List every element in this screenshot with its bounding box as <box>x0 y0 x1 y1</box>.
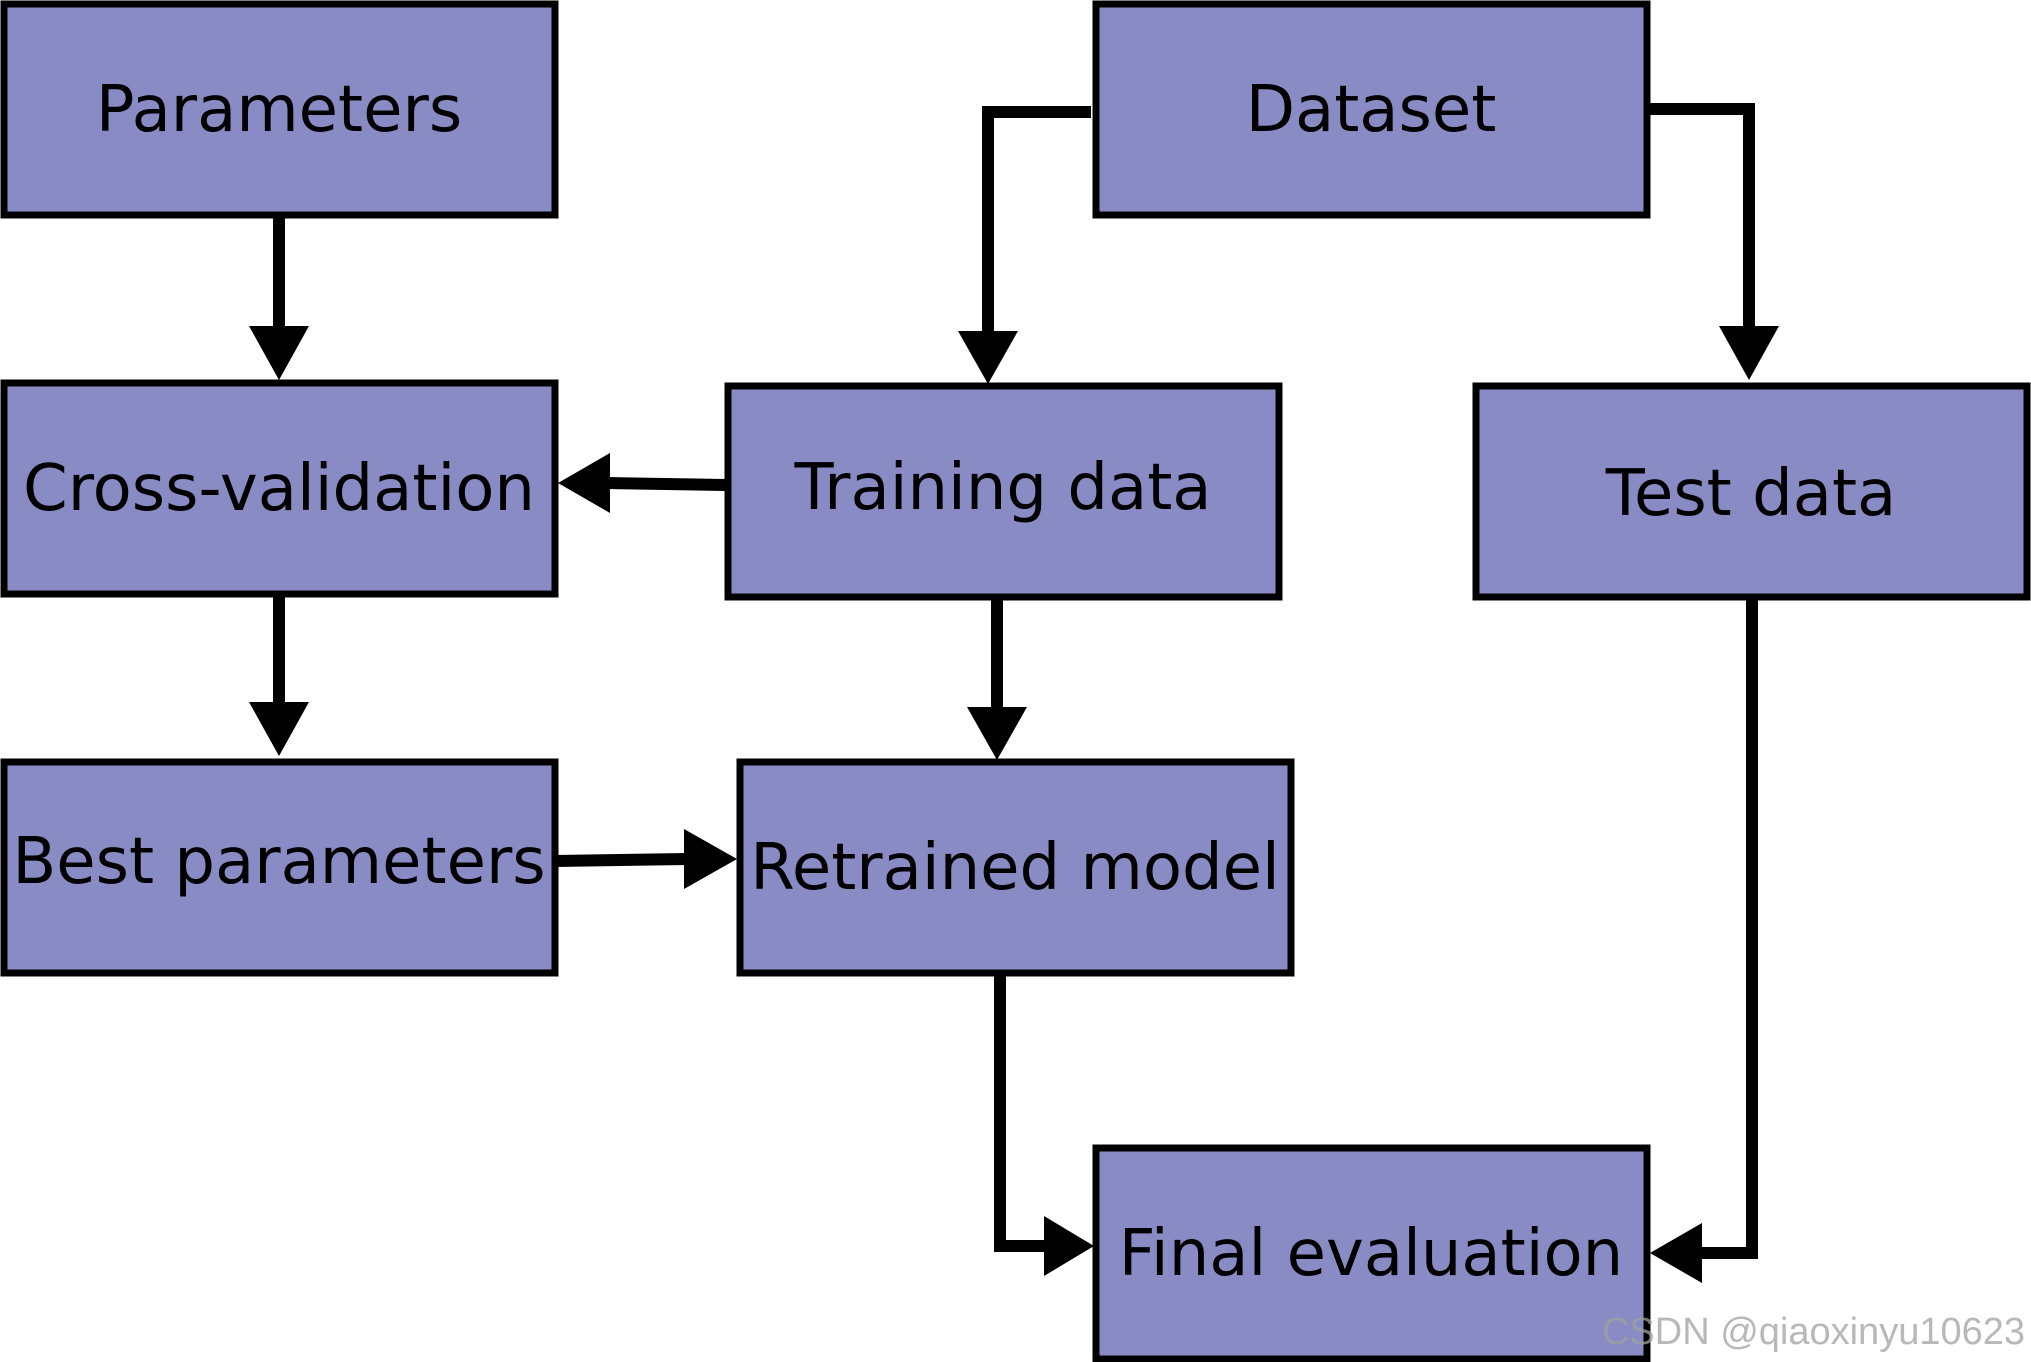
node-final-evaluation: Final evaluation <box>1092 1144 1651 1362</box>
node-parameters: Parameters <box>0 0 559 219</box>
edge-test-data-to-final-evaluation <box>1650 597 1758 1283</box>
edge-retrained-model-to-final-evaluation <box>994 973 1094 1276</box>
node-dataset: Dataset <box>1092 0 1651 219</box>
edge-best-parameters-to-retrained-model <box>554 829 737 889</box>
node-best-parameters-label: Best parameters <box>12 825 545 899</box>
edge-training-data-to-retrained-model <box>967 597 1027 760</box>
node-dataset-label: Dataset <box>1246 73 1497 147</box>
node-parameters-label: Parameters <box>96 73 462 147</box>
edge-parameters-to-cross-validation <box>249 215 309 380</box>
watermark-text: CSDN @qiaoxinyu10623 <box>1601 1311 2025 1353</box>
node-test-data: Test data <box>1472 382 2031 601</box>
edge-training-data-to-cross-validation <box>558 453 727 513</box>
edge-dataset-to-training-data <box>958 106 1091 384</box>
node-training-data: Training data <box>724 382 1283 601</box>
edge-dataset-to-test-data <box>1647 103 1779 380</box>
node-cross-validation: Cross-validation <box>0 379 559 598</box>
node-test-data-label: Test data <box>1605 457 1897 531</box>
node-retrained-model-label: Retrained model <box>750 831 1280 905</box>
node-retrained-model: Retrained model <box>736 758 1295 977</box>
node-cross-validation-label: Cross-validation <box>23 452 535 526</box>
node-best-parameters: Best parameters <box>0 758 559 977</box>
node-final-evaluation-label: Final evaluation <box>1119 1217 1623 1291</box>
node-training-data-label: Training data <box>793 451 1211 525</box>
edge-cross-validation-to-best-parameters <box>249 594 309 756</box>
